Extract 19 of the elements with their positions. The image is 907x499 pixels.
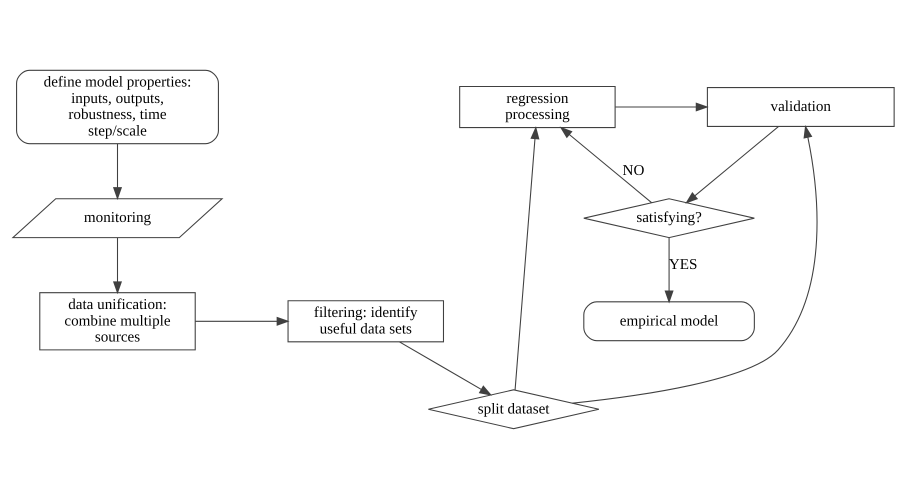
arrow <box>560 126 652 204</box>
node-box: define model properties: inputs, outputs, robustness, time step/scale <box>16 70 219 144</box>
arrow <box>112 144 122 200</box>
node-diamond: split dataset <box>428 389 600 430</box>
edge-label: NO <box>622 163 644 180</box>
node-box: empirical model <box>583 301 755 342</box>
arrow <box>399 341 492 396</box>
node-box: data unification: combine multiple sources <box>39 292 196 350</box>
arrow <box>112 238 122 294</box>
arrow <box>196 316 290 326</box>
node-box: filtering: identify useful data sets <box>288 300 444 342</box>
node-box: validation <box>706 87 895 127</box>
arrow <box>514 126 540 390</box>
arrow <box>616 102 709 112</box>
arrow <box>572 125 818 404</box>
arrow <box>685 126 779 204</box>
arrow <box>664 238 674 304</box>
node-box: regression processing <box>459 86 616 128</box>
node-diamond: satisfying? <box>583 198 755 238</box>
